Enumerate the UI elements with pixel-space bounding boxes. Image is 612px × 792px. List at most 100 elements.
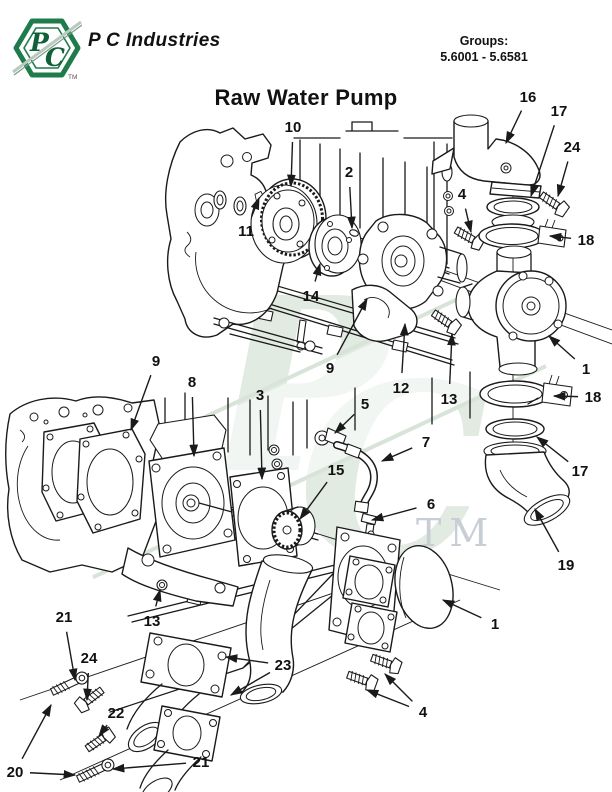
callout-number-8: 8	[188, 374, 196, 391]
callout-9: 9	[326, 297, 368, 377]
callout-number-2: 2	[345, 164, 353, 181]
stud-21-upper	[49, 671, 89, 696]
callout-12: 12	[393, 322, 410, 397]
groups-block: Groups: 5.6001 - 5.6581	[428, 33, 540, 66]
callout-number-11: 11	[238, 223, 254, 240]
woodruff-key-2	[349, 229, 359, 237]
callout-15: 15	[299, 462, 345, 521]
outlet-tube	[239, 554, 314, 705]
logo-c-letter: C	[45, 43, 65, 72]
elbow-19	[483, 441, 571, 526]
callout-1: 1	[548, 335, 590, 378]
callout-13: 13	[441, 332, 458, 408]
callout-number-17: 17	[551, 103, 568, 120]
callout-4: 4	[365, 673, 428, 721]
o-ring-17-lower	[485, 418, 545, 440]
callout-23: 23	[224, 654, 292, 696]
callout-number-9: 9	[152, 353, 160, 370]
callout-number-5: 5	[361, 396, 369, 413]
bolt-24-lower	[73, 686, 105, 714]
bolt-24-upper	[538, 191, 570, 218]
bolt-22	[84, 726, 116, 753]
engine-block-hatching	[164, 121, 471, 456]
callout-22: 22	[98, 705, 125, 738]
callout-9: 9	[130, 353, 160, 432]
callout-number-22: 22	[108, 705, 125, 722]
impeller-14	[308, 214, 362, 277]
groups-value: 5.6001 - 5.6581	[440, 50, 528, 65]
callout-8: 8	[188, 374, 199, 458]
outlet-stack	[431, 114, 573, 526]
callout-18: 18	[552, 389, 602, 406]
callouts: 1016172421141814983912135715611817192124…	[7, 89, 602, 781]
elbow-16	[431, 114, 542, 199]
callout-number-13: 13	[441, 391, 458, 408]
callout-18: 18	[548, 232, 595, 249]
hose-assembly	[314, 427, 379, 540]
logo-tm: TM	[68, 74, 77, 81]
bolt-13-upper	[430, 309, 462, 336]
callout-number-21: 21	[56, 609, 73, 626]
groups-label: Groups:	[459, 34, 509, 48]
callout-number-21: 21	[193, 754, 210, 771]
callout-24: 24	[81, 650, 98, 702]
callout-number-14: 14	[303, 288, 320, 305]
callout-number-18: 18	[578, 232, 595, 249]
callout-7: 7	[380, 434, 430, 462]
bolt-4-lower-b	[346, 670, 379, 692]
port-gasket-lower	[344, 602, 398, 653]
callout-17: 17	[530, 103, 568, 198]
port-gasket-upper	[342, 555, 396, 608]
gasket-9-outer	[76, 428, 146, 534]
callout-number-19: 19	[558, 557, 575, 574]
callout-number-9: 9	[326, 360, 334, 377]
callout-number-18: 18	[585, 389, 602, 406]
clamp-13-lower	[156, 579, 168, 591]
callout-number-4: 4	[419, 704, 428, 721]
bolt-4-lower-a	[370, 653, 403, 675]
callout-10: 10	[285, 119, 302, 188]
callout-16: 16	[505, 89, 537, 145]
callout-number-13: 13	[144, 613, 161, 630]
engine-block-upper	[164, 127, 323, 355]
callout-11: 11	[238, 196, 260, 240]
callout-number-24: 24	[564, 139, 581, 156]
callout-4: 4	[458, 186, 473, 234]
pump-cover-1	[394, 544, 454, 630]
callout-number-17: 17	[572, 463, 589, 480]
callout-number-24: 24	[81, 650, 98, 667]
drive-gear-10	[250, 178, 327, 264]
callout-number-15: 15	[328, 462, 345, 479]
callout-number-23: 23	[275, 657, 292, 674]
logo-p-letter: P	[29, 28, 50, 57]
callout-20: 20	[7, 703, 77, 781]
callout-5: 5	[334, 396, 369, 434]
callout-13: 13	[144, 588, 162, 630]
flanged-elbow-lower	[139, 705, 221, 792]
callout-3: 3	[256, 387, 267, 481]
callout-number-12: 12	[393, 380, 410, 397]
callout-14: 14	[303, 262, 322, 305]
page-title: Raw Water Pump	[214, 85, 398, 110]
pump-8	[148, 414, 236, 558]
callout-24: 24	[556, 139, 581, 198]
callout-21: 21	[111, 754, 210, 773]
callout-6: 6	[370, 496, 435, 522]
company-name: P C Industries	[88, 30, 221, 51]
callout-number-20: 20	[7, 764, 24, 781]
callout-number-1: 1	[582, 361, 590, 378]
pc-industries-logo: P C TM	[12, 18, 82, 81]
callout-19: 19	[534, 507, 575, 574]
callout-1: 1	[441, 599, 499, 633]
hose-clamp-18-lower	[479, 374, 573, 408]
callout-number-1: 1	[491, 616, 499, 633]
nuts	[268, 444, 283, 470]
callout-number-10: 10	[285, 119, 302, 136]
callout-number-3: 3	[256, 387, 264, 404]
callout-number-7: 7	[422, 434, 430, 451]
stud-21-lower	[75, 758, 115, 783]
callout-number-16: 16	[520, 89, 537, 106]
callout-17: 17	[536, 436, 589, 480]
pump-lower-assembly	[328, 526, 454, 653]
